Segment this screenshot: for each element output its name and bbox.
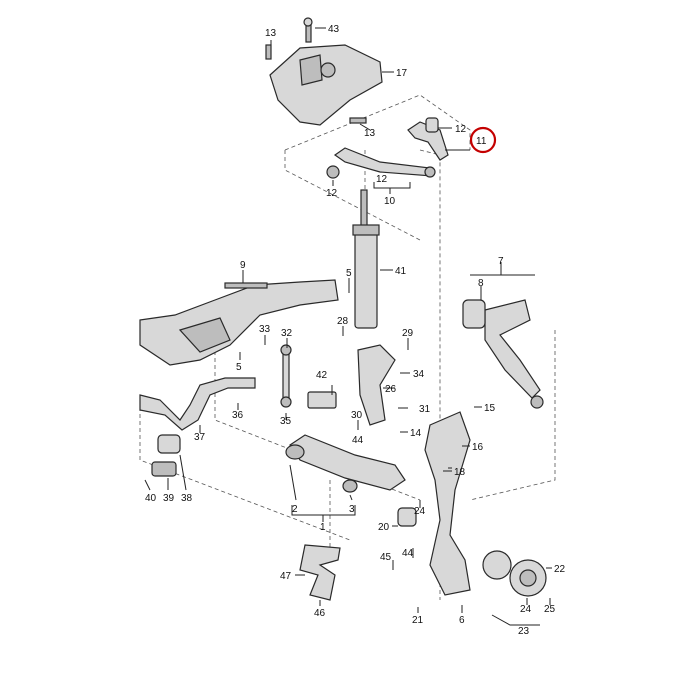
label-26: 26 bbox=[385, 384, 397, 395]
label-6: 6 bbox=[459, 615, 465, 626]
label-7: 7 bbox=[498, 256, 504, 267]
label-36: 36 bbox=[232, 410, 244, 421]
label-23: 23 bbox=[518, 626, 530, 637]
label-42: 42 bbox=[316, 370, 328, 381]
label-38: 38 bbox=[181, 493, 193, 504]
label-24-right: 24 bbox=[520, 604, 532, 615]
leader-lines bbox=[144, 27, 552, 626]
part-10-upper-control-arm bbox=[326, 147, 436, 179]
label-22: 22 bbox=[554, 564, 566, 575]
part-subframe-left bbox=[139, 279, 339, 366]
label-14: 14 bbox=[410, 428, 422, 439]
label-32: 32 bbox=[281, 328, 293, 339]
label-28: 28 bbox=[337, 316, 349, 327]
label-20: 20 bbox=[378, 522, 390, 533]
part-43-bolt bbox=[303, 17, 313, 43]
label-47: 47 bbox=[280, 571, 292, 582]
part-labels: 43 13 17 12 11 13 12 12 10 41 9 5 7 8 33… bbox=[145, 24, 566, 637]
label-33: 33 bbox=[259, 324, 271, 335]
label-37: 37 bbox=[194, 432, 206, 443]
label-15: 15 bbox=[484, 403, 496, 414]
label-18: 18 bbox=[454, 467, 466, 478]
label-45: 45 bbox=[380, 552, 392, 563]
label-34: 34 bbox=[413, 369, 425, 380]
label-1: 1 bbox=[320, 522, 326, 533]
label-11: 11 bbox=[476, 136, 487, 147]
label-12-left: 12 bbox=[326, 188, 338, 199]
label-21: 21 bbox=[412, 615, 424, 626]
label-3: 3 bbox=[349, 504, 355, 515]
part-37-stabilizer-bar bbox=[139, 377, 256, 431]
part-13-bolt-upper bbox=[265, 44, 272, 60]
label-17: 17 bbox=[396, 68, 408, 79]
label-16: 16 bbox=[472, 442, 484, 453]
label-12-center: 12 bbox=[376, 174, 388, 185]
label-2: 2 bbox=[292, 504, 298, 515]
label-12-upper: 12 bbox=[455, 124, 467, 135]
label-43: 43 bbox=[328, 24, 340, 35]
part-13-bolt-middle bbox=[349, 117, 367, 124]
label-35: 35 bbox=[280, 416, 292, 427]
part-26-bearing-bracket bbox=[357, 344, 396, 426]
part-41-shock-absorber bbox=[352, 189, 380, 329]
part-22-wheel-hub bbox=[482, 550, 547, 597]
label-39: 39 bbox=[163, 493, 175, 504]
label-31: 31 bbox=[419, 404, 431, 415]
label-29: 29 bbox=[402, 328, 414, 339]
label-5-upper: 5 bbox=[346, 268, 352, 279]
label-25: 25 bbox=[544, 604, 556, 615]
label-13-middle: 13 bbox=[364, 128, 376, 139]
label-9: 9 bbox=[240, 260, 246, 271]
label-13-upper: 13 bbox=[265, 28, 277, 39]
label-40: 40 bbox=[145, 493, 157, 504]
part-1-lower-control-arm bbox=[285, 434, 406, 493]
label-41: 41 bbox=[395, 266, 407, 277]
part-17-strut-tower-bracket bbox=[269, 44, 383, 126]
part-46-holder bbox=[299, 544, 341, 601]
label-30: 30 bbox=[351, 410, 363, 421]
part-20-ball-joint bbox=[397, 507, 417, 527]
part-42-bracket bbox=[307, 391, 337, 409]
label-5-lower: 5 bbox=[236, 362, 242, 373]
highlight-circle-part-11 bbox=[469, 126, 497, 154]
part-32-coupling-rod bbox=[280, 344, 292, 408]
label-44-lower: 44 bbox=[402, 548, 414, 559]
label-44: 44 bbox=[352, 435, 364, 446]
label-10: 10 bbox=[384, 196, 396, 207]
label-24-left: 24 bbox=[414, 506, 426, 517]
label-46: 46 bbox=[314, 608, 326, 619]
part-7-track-control-arm bbox=[462, 299, 544, 409]
part-38-stabilizer-bushing bbox=[151, 434, 181, 477]
label-8: 8 bbox=[478, 278, 484, 289]
part-11-upper-control-arm bbox=[407, 117, 449, 161]
part-18-wheel-bearing-housing bbox=[424, 411, 471, 596]
